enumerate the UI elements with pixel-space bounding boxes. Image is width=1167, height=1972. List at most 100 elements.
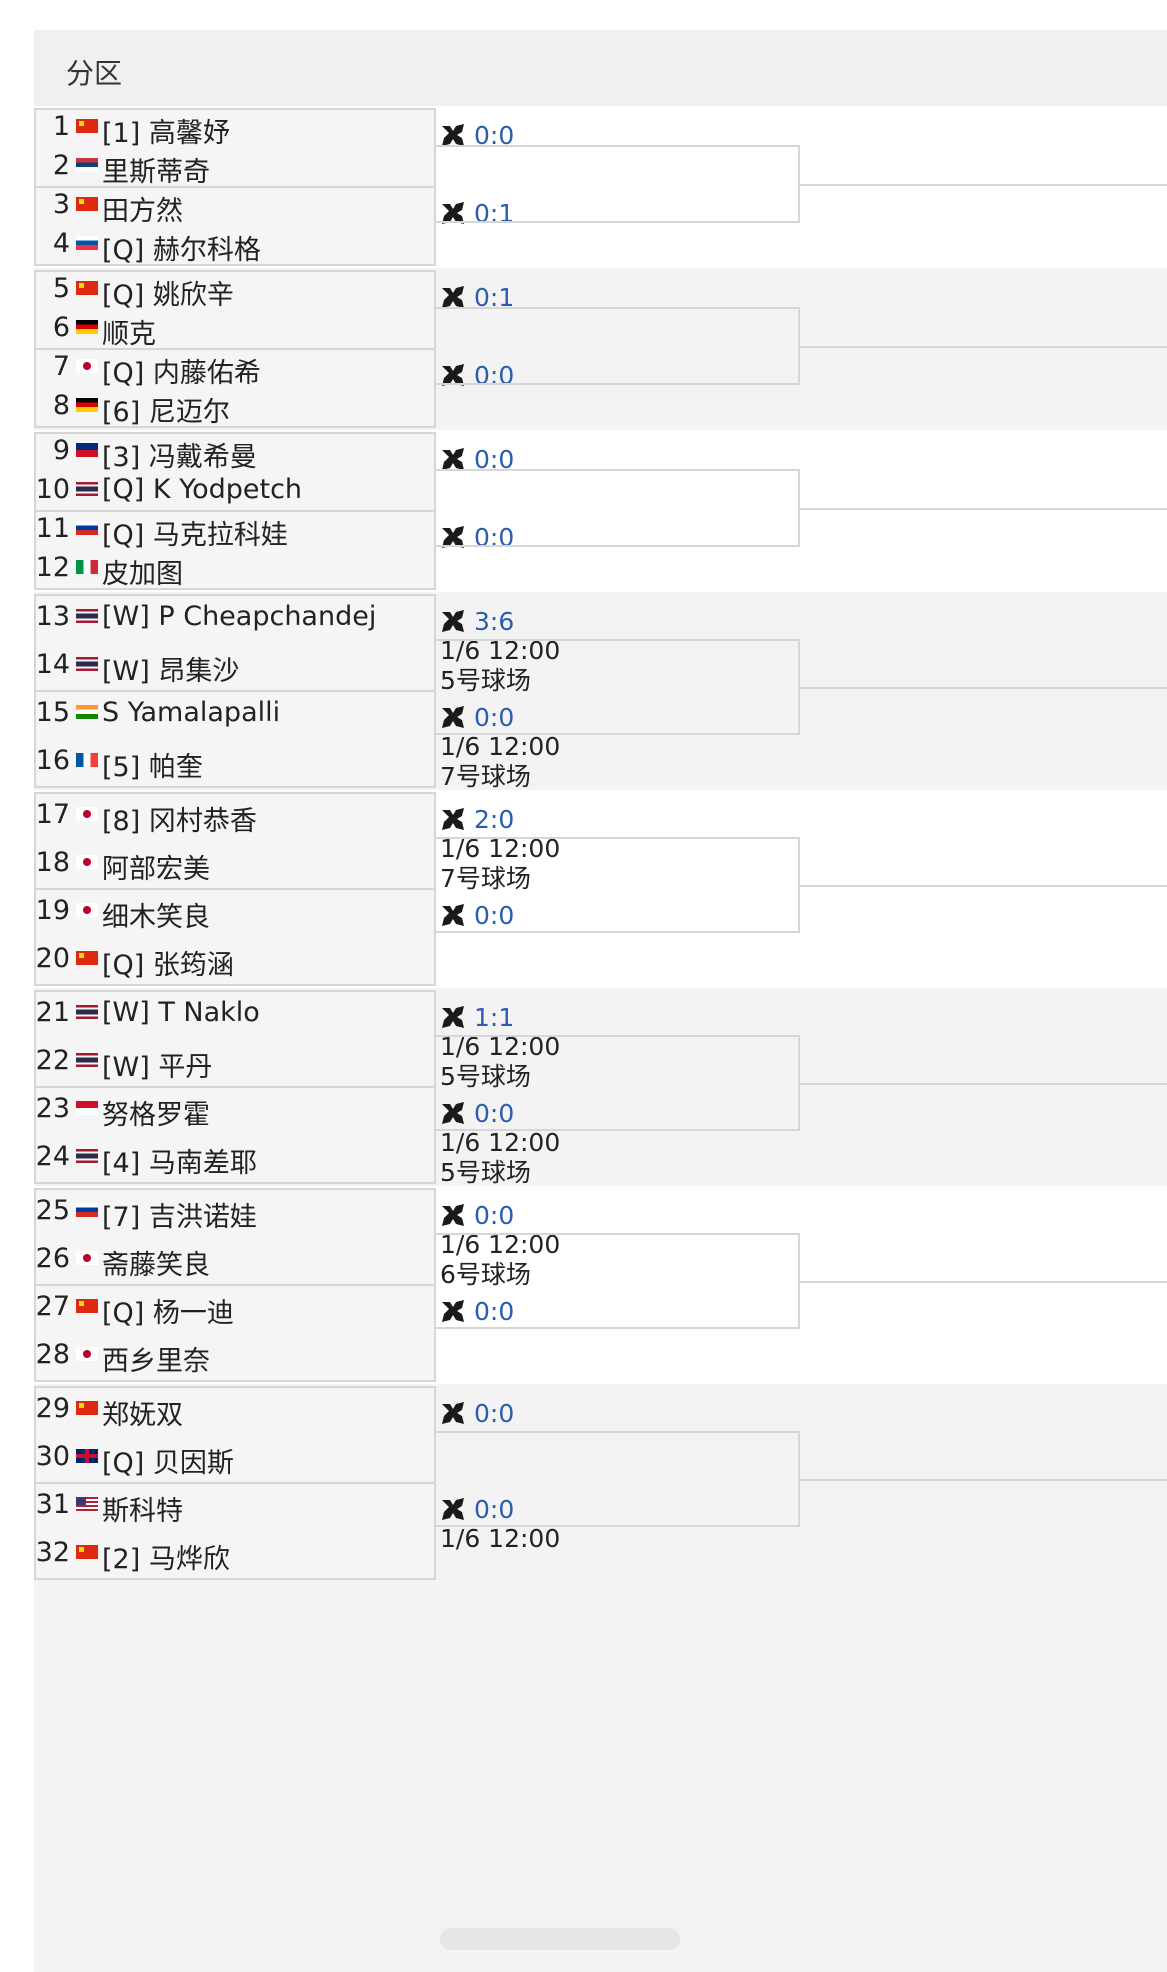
player-row[interactable]: 12 皮加图	[34, 549, 434, 590]
country-flag-icon	[76, 1203, 98, 1217]
player-name[interactable]: [5] 帕奎	[102, 752, 203, 783]
match-result[interactable]: 0:0	[440, 120, 514, 150]
player-name[interactable]: [Q] 杨一迪	[102, 1298, 234, 1329]
player-row[interactable]: 13 [W] P Cheapchandej	[34, 594, 434, 642]
match-score[interactable]: 0:1	[474, 282, 515, 312]
player-row[interactable]: 8[6] 尼迈尔	[34, 387, 434, 428]
player-name[interactable]: [Q] 姚欣辛	[102, 280, 234, 311]
match-score[interactable]: 0:0	[474, 900, 515, 930]
match-score[interactable]: 0:0	[474, 1200, 515, 1230]
seed-number: 13	[35, 601, 70, 632]
player-name[interactable]: [W] T Naklo	[102, 997, 260, 1028]
player-name[interactable]: [W] 昂集沙	[102, 656, 240, 687]
player-row[interactable]: 9[3] 冯戴希曼	[34, 432, 434, 473]
country-flag-icon	[76, 1053, 98, 1067]
player-row[interactable]: 32[2] 马烨欣	[34, 1530, 434, 1578]
match-score[interactable]: 0:0	[474, 1398, 515, 1428]
player-name[interactable]: 皮加图	[102, 559, 183, 590]
match-time: 1/6 12:00	[440, 732, 561, 761]
player-row[interactable]: 10[Q] K Yodpetch	[34, 471, 434, 510]
country-flag-icon	[76, 1449, 98, 1463]
player-row[interactable]: 31 斯科特	[34, 1482, 434, 1530]
player-name[interactable]: 斋藤笑良	[102, 1250, 210, 1281]
player-row[interactable]: 5[Q] 姚欣辛	[34, 270, 434, 311]
match-pair	[34, 510, 436, 590]
player-name[interactable]: [Q] 内藤佑希	[102, 358, 261, 389]
player-row[interactable]: 11[Q] 马克拉科娃	[34, 510, 434, 551]
player-name[interactable]: 细木笑良	[102, 902, 210, 933]
player-row[interactable]: 24[4] 马南差耶	[34, 1134, 434, 1182]
player-name[interactable]: [8] 冈村恭香	[102, 806, 257, 837]
seed-number: 12	[35, 552, 70, 583]
match-result[interactable]: 0:0	[440, 1398, 514, 1428]
player-name[interactable]: 里斯蒂奇	[102, 157, 210, 188]
player-name[interactable]: [W] P Cheapchandej	[102, 601, 377, 632]
player-name[interactable]: 阿部宏美	[102, 854, 210, 885]
player-row[interactable]: 27[Q] 杨一迪	[34, 1284, 434, 1332]
country-flag-icon	[76, 609, 98, 623]
player-name[interactable]: [Q] 张筠涵	[102, 950, 234, 981]
tennis-racket-icon	[440, 446, 466, 472]
player-name[interactable]: [1] 高馨妤	[102, 118, 230, 149]
player-name[interactable]: [Q] K Yodpetch	[102, 474, 303, 505]
match-score[interactable]: 0:0	[474, 120, 515, 150]
player-name[interactable]: [4] 马南差耶	[102, 1148, 257, 1179]
match-score[interactable]: 0:0	[474, 1098, 515, 1128]
player-name[interactable]: 努格罗霍	[102, 1100, 210, 1131]
match-score[interactable]: 0:0	[474, 1296, 515, 1326]
player-name[interactable]: [W] 平丹	[102, 1052, 213, 1083]
player-name[interactable]: [Q] 马克拉科娃	[102, 520, 288, 551]
player-row[interactable]: 22[W] 平丹	[34, 1038, 434, 1086]
player-row[interactable]: 4[Q] 赫尔科格	[34, 225, 434, 266]
player-name[interactable]: [Q] 赫尔科格	[102, 235, 261, 266]
match-result[interactable]: 0:0	[440, 1296, 514, 1326]
match-time: 1/6 12:00	[440, 1128, 561, 1157]
match-result[interactable]: 0:0	[440, 900, 514, 930]
match-result[interactable]: 0:0	[440, 444, 514, 474]
player-row[interactable]: 7[Q] 内藤佑希	[34, 348, 434, 389]
player-row[interactable]: 16[5] 帕奎	[34, 738, 434, 786]
player-row[interactable]: 17[8] 冈村恭香	[34, 792, 434, 840]
match-score[interactable]: 0:0	[474, 1494, 515, 1524]
player-name[interactable]: 顺克	[102, 319, 156, 350]
player-name[interactable]: S Yamalapalli	[102, 697, 281, 728]
player-name[interactable]: [6] 尼迈尔	[102, 397, 230, 428]
player-name[interactable]: 西乡里奈	[102, 1346, 210, 1377]
match-score[interactable]: 0:0	[474, 702, 515, 732]
match-score[interactable]: 0:0	[474, 444, 515, 474]
match-score[interactable]: 1:1	[474, 1002, 515, 1032]
player-row[interactable]: 20[Q] 张筠涵	[34, 936, 434, 984]
tennis-racket-icon	[440, 1298, 466, 1324]
player-name[interactable]: 郑妩双	[102, 1400, 183, 1431]
player-row[interactable]: 14[W] 昂集沙	[34, 642, 434, 690]
player-row[interactable]: 30[Q] 贝因斯	[34, 1434, 434, 1482]
player-row[interactable]: 21[W] T Naklo	[34, 990, 434, 1038]
country-flag-icon	[76, 657, 98, 671]
match-result[interactable]: 0:1	[440, 282, 514, 312]
seed-number: 31	[35, 1489, 70, 1520]
match-score[interactable]: 2:0	[474, 804, 515, 834]
player-row[interactable]: 1[1] 高馨妤	[34, 108, 434, 149]
player-name[interactable]: [2] 马烨欣	[102, 1544, 230, 1575]
tennis-racket-icon	[440, 1496, 466, 1522]
match-score[interactable]: 3:6	[474, 606, 515, 636]
player-name[interactable]: 斯科特	[102, 1496, 183, 1527]
player-name[interactable]: 田方然	[102, 196, 183, 227]
player-name[interactable]: [Q] 贝因斯	[102, 1448, 234, 1479]
player-row[interactable]: 25[7] 吉洪诺娃	[34, 1188, 434, 1236]
player-name[interactable]: [3] 冯戴希曼	[102, 442, 257, 473]
player-name[interactable]: [7] 吉洪诺娃	[102, 1202, 257, 1233]
